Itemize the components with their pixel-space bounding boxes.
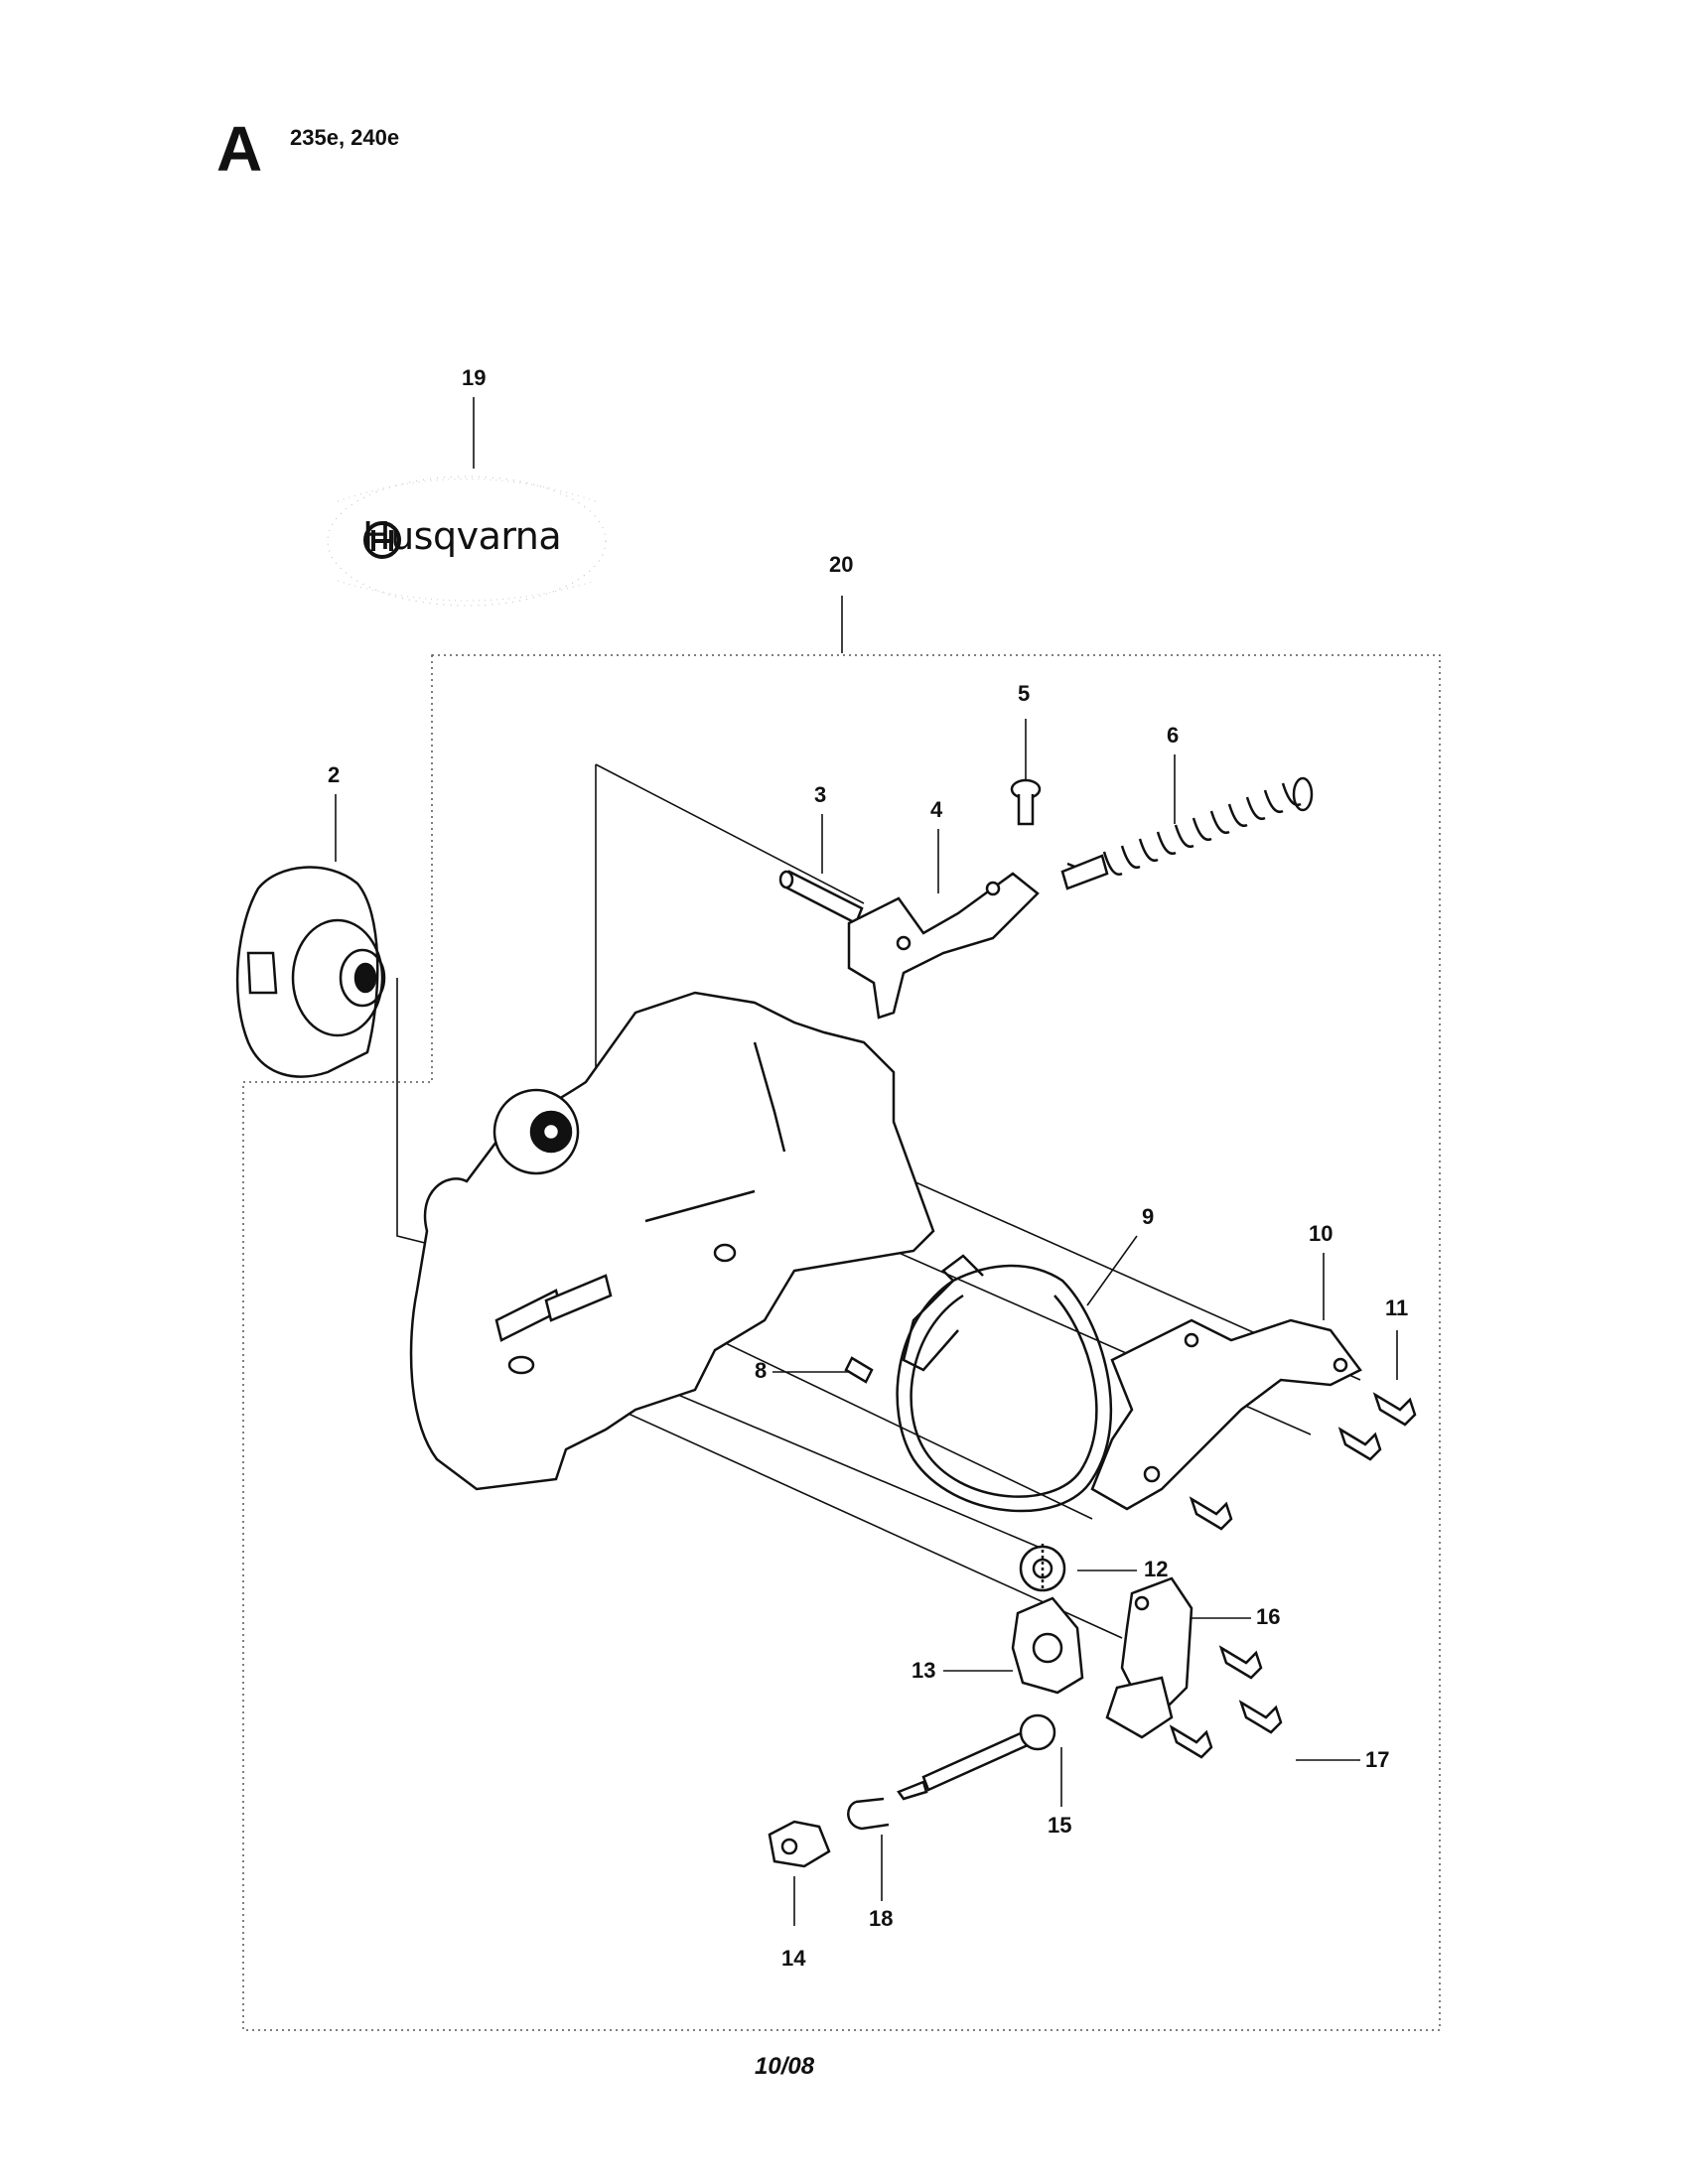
callout-10: 10 — [1309, 1221, 1333, 1246]
part-20-housing — [409, 991, 935, 1491]
callout-17: 17 — [1365, 1747, 1390, 1772]
part-8-pin — [844, 1356, 874, 1384]
part-4-lever — [847, 872, 1040, 1020]
callout-5: 5 — [1018, 681, 1031, 706]
revision-date: 10/08 — [755, 2053, 815, 2080]
part-19-decal — [337, 478, 597, 602]
callout-19: 19 — [462, 365, 487, 390]
callout-14: 14 — [781, 1946, 806, 1971]
callout-8: 8 — [755, 1358, 768, 1383]
part-10-bracket — [1090, 1318, 1362, 1511]
callout-15: 15 — [1048, 1813, 1072, 1838]
callout-11: 11 — [1385, 1296, 1409, 1320]
part-18-clip — [847, 1797, 890, 1831]
callout-3: 3 — [814, 782, 827, 807]
part-13-pump — [1011, 1596, 1084, 1695]
part-12-gear — [1019, 1544, 1066, 1592]
husqvarna-logo-text: Husqvarna — [362, 514, 562, 558]
callout-20: 20 — [829, 552, 854, 577]
part-6-spring — [1060, 776, 1314, 890]
part-5-screw — [1010, 778, 1042, 826]
part-16-tensioner — [1105, 1576, 1193, 1739]
husqvarna-logo-icon — [363, 521, 401, 559]
section-letter: A — [216, 113, 263, 185]
callout-2: 2 — [328, 762, 341, 787]
callout-12: 12 — [1144, 1557, 1169, 1581]
part-17-screws — [1169, 1645, 1283, 1759]
leader-lines — [335, 397, 1398, 1926]
part-15-adjuster — [897, 1713, 1056, 1801]
kit-boundary-20 — [242, 654, 1441, 2031]
part-9-band — [896, 1254, 1113, 1513]
part-3-pin — [778, 870, 864, 925]
callout-16: 16 — [1256, 1604, 1281, 1629]
part-2-sprocket — [235, 866, 386, 1078]
callout-6: 6 — [1167, 723, 1180, 748]
part-11-screws — [1189, 1392, 1417, 1531]
callout-4: 4 — [930, 797, 943, 822]
section-models: 235e, 240e — [290, 125, 400, 150]
decal-outline — [327, 476, 607, 607]
callout-18: 18 — [869, 1906, 894, 1931]
callout-13: 13 — [912, 1658, 936, 1683]
callout-9: 9 — [1142, 1204, 1155, 1229]
part-14-nut — [768, 1820, 831, 1868]
